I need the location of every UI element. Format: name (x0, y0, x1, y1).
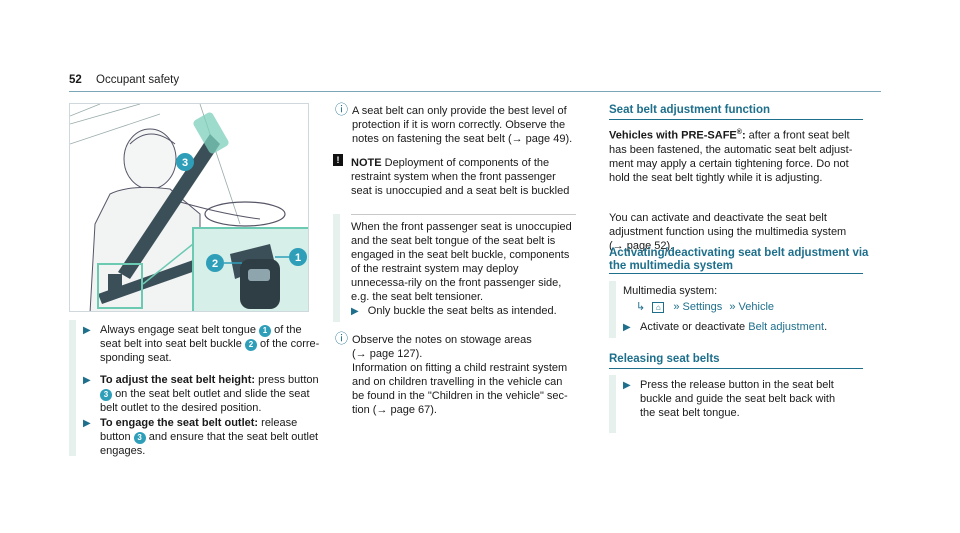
step-heading: To engage the seat belt outlet: (100, 417, 259, 429)
release-bar (609, 375, 616, 433)
warning-icon: ! (333, 154, 343, 166)
step-engage-tongue: ▶ Always engage seat belt tongue 1 of th… (83, 323, 323, 365)
info-line: tion (→ page 67). (352, 404, 437, 416)
callout-badge: 3 (100, 389, 112, 401)
step-heading: To adjust the seat belt height: (100, 374, 256, 386)
info-icon: ⓘ (335, 102, 349, 117)
callout-badge: 3 (133, 432, 146, 444)
step-bar (69, 320, 76, 456)
step-arrow-icon: ▶ (83, 375, 91, 386)
multimedia-label: Multimedia system: (623, 285, 718, 297)
header-rule (69, 91, 881, 92)
home-icon[interactable]: ⌂ (652, 302, 665, 313)
callout-1: 1 (295, 252, 301, 264)
pre-safe-paragraph: Vehicles with PRE-SAFE®: after a front s… (609, 126, 863, 185)
note-box: ! NOTE Deployment of components of the r… (333, 152, 576, 322)
info-text: A seat belt can only provide the best le… (352, 105, 567, 145)
step-text: on the seat belt outlet and slide the se… (100, 388, 310, 414)
section-title: Occupant safety (96, 74, 180, 86)
seat-belt-illustration: 3 2 1 (69, 103, 309, 312)
note-label: NOTE (351, 157, 382, 169)
section-heading-rule (609, 119, 863, 120)
section-heading-multimedia: Activating/deactivating seat belt adjust… (609, 247, 869, 273)
note-step-text: Only buckle the seat belts as intended. (367, 305, 557, 317)
nav-settings[interactable]: Settings (682, 301, 723, 313)
heading-line-2: the multimedia system (609, 260, 733, 272)
step-text: release button (100, 417, 298, 443)
step-text: of the corre-sponding seat. (100, 338, 320, 364)
step-text: Always engage seat belt tongue (100, 324, 256, 336)
activate-paragraph: You can activate and deactivate the seat… (609, 212, 847, 252)
info-line: and on children travelling in the vehicl… (352, 376, 563, 388)
callout-3: 3 (182, 157, 188, 169)
step-adjust-height: ▶ To adjust the seat belt height: press … (83, 373, 323, 415)
heading-line-1: Activating/deactivating seat belt adjust… (609, 247, 869, 259)
page-number: 52 (69, 74, 82, 86)
info-text-end: ). (565, 133, 573, 145)
info-stowage: Observe the notes on stowage areas (→ pa… (352, 333, 580, 417)
step-text: . (824, 321, 828, 333)
pre-safe-text: after a front seat belt has been fastene… (609, 129, 853, 184)
step-release: ▶ Press the release button in the seat b… (623, 378, 843, 420)
info-line: Observe the notes on stowage areas (352, 334, 532, 346)
section-heading-releasing: Releasing seat belts (609, 353, 720, 365)
step-text: of the seat belt into seat belt buckle (100, 324, 302, 350)
step-arrow-icon: ▶ (623, 322, 631, 333)
nav-vehicle[interactable]: Vehicle (738, 301, 775, 313)
note-bar (333, 214, 340, 322)
note-body: When the front passenger seat is unoccup… (351, 221, 572, 303)
callout-badge: 1 (259, 325, 272, 337)
step-text: and ensure that the seat belt outlet eng… (100, 431, 319, 457)
step-arrow-icon: ▶ (83, 325, 91, 336)
step-arrow-icon: ▶ (351, 306, 359, 317)
section-heading-adjustment: Seat belt adjustment function (609, 104, 771, 116)
step-text: Activate or deactivate (640, 321, 746, 333)
step-text: press button (258, 374, 319, 386)
info-line: Information on fitting a child restraint… (352, 362, 568, 374)
multimedia-path: ↳ ⌂ » Settings » Vehicle (636, 300, 774, 314)
step-engage-outlet: ▶ To engage the seat belt outlet: releas… (83, 416, 323, 458)
enter-arrow-icon: ↳ (636, 301, 646, 313)
note-title: Deployment of components of the restrain… (351, 157, 570, 197)
callout-2: 2 (212, 258, 218, 270)
callout-badge: 2 (244, 339, 257, 351)
step-arrow-icon: ▶ (83, 418, 91, 429)
colon: : (741, 129, 746, 142)
multimedia-bar (609, 281, 616, 338)
chevron-right-icon: » (673, 301, 680, 313)
info-line: be found in the "Children in the vehicle… (352, 390, 568, 402)
step-text: Press the release button in the seat bel… (640, 379, 836, 419)
step-activate: ▶ Activate or deactivate Belt adjustment… (623, 320, 863, 334)
section-heading-rule (609, 368, 863, 369)
belt-adjustment-link[interactable]: Belt adjustment (748, 321, 825, 333)
note-step: ▶ Only buckle the seat belts as intended… (351, 304, 576, 319)
step-arrow-icon: ▶ (623, 380, 631, 391)
note-divider (351, 214, 576, 215)
section-heading-rule (609, 273, 863, 274)
vehicles-label: Vehicles with PRE-SAFE (609, 129, 737, 142)
registered-mark: ® (736, 129, 742, 136)
page-ref-link[interactable]: page 49 (525, 133, 566, 145)
info-icon: ⓘ (335, 331, 349, 346)
info-line: (→ page 127). (352, 348, 423, 360)
info-seat-belt-protection: A seat belt can only provide the best le… (352, 104, 580, 146)
note-header: ! NOTE Deployment of components of the r… (333, 152, 576, 212)
page-ref-arrow: → (511, 133, 523, 145)
chevron-right-icon: » (729, 301, 736, 313)
